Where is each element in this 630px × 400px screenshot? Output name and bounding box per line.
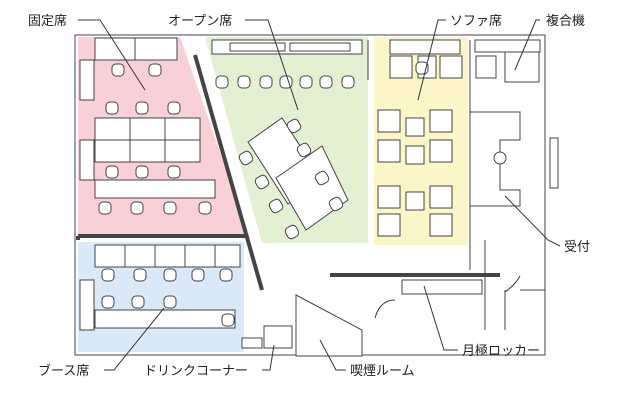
- chair-icon: [105, 165, 119, 179]
- chair-icon: [259, 75, 273, 89]
- chair-icon: [221, 313, 235, 327]
- chair-icon: [299, 75, 313, 89]
- chair-icon: [215, 75, 229, 89]
- lower-rooms: [241, 275, 521, 357]
- chair-icon: [148, 63, 162, 77]
- chair-icon: [133, 268, 147, 282]
- chair-icon: [131, 295, 145, 309]
- chair-icon: [191, 268, 205, 282]
- label-sofa-seats: ソファ席: [450, 13, 502, 29]
- chair-icon: [111, 63, 125, 77]
- chair-icon: [135, 101, 149, 115]
- chair-icon: [105, 101, 119, 115]
- label-drink-corner: ドリンクコーナー: [144, 364, 248, 379]
- chair-icon: [101, 295, 115, 309]
- fixed-seat-desks: [79, 37, 216, 199]
- chairs: [98, 61, 429, 327]
- chair-icon: [268, 198, 284, 214]
- chair-icon: [219, 268, 233, 282]
- chair-icon: [238, 150, 254, 166]
- chair-icon: [319, 75, 333, 89]
- chair-icon: [254, 174, 270, 190]
- open-seat-furniture: [211, 39, 363, 231]
- booth-desks: [79, 244, 241, 331]
- chair-icon: [341, 75, 355, 89]
- label-smoking-room: 喫煙ルーム: [350, 364, 415, 379]
- chair-icon: [286, 118, 302, 134]
- label-booth-seats: ブース席: [38, 363, 89, 379]
- chair-icon: [328, 196, 344, 212]
- chair-icon: [167, 165, 181, 179]
- chair-icon: [130, 201, 144, 215]
- chair-icon: [101, 268, 115, 282]
- copier-and-reception: [469, 39, 559, 207]
- leader-lines: [78, 19, 561, 371]
- chair-icon: [198, 201, 212, 215]
- chair-icon: [279, 75, 293, 89]
- chair-icon: [163, 201, 177, 215]
- sofa-furniture: [377, 39, 463, 237]
- chair-icon: [284, 224, 300, 240]
- chair-icon: [237, 75, 251, 89]
- chair-icon: [314, 170, 330, 186]
- label-copier: 複合機: [546, 13, 585, 29]
- chair-icon: [135, 165, 149, 179]
- chair-icon: [163, 268, 177, 282]
- chair-icon: [167, 101, 181, 115]
- label-monthly-lockers: 月極ロッカー: [462, 343, 540, 359]
- chair-icon: [98, 201, 112, 215]
- chair-icon: [163, 295, 177, 309]
- label-reception: 受付: [564, 240, 590, 255]
- label-fixed-seats: 固定席: [28, 13, 67, 29]
- chair-icon: [296, 142, 312, 158]
- label-open-seats: オープン席: [168, 13, 232, 29]
